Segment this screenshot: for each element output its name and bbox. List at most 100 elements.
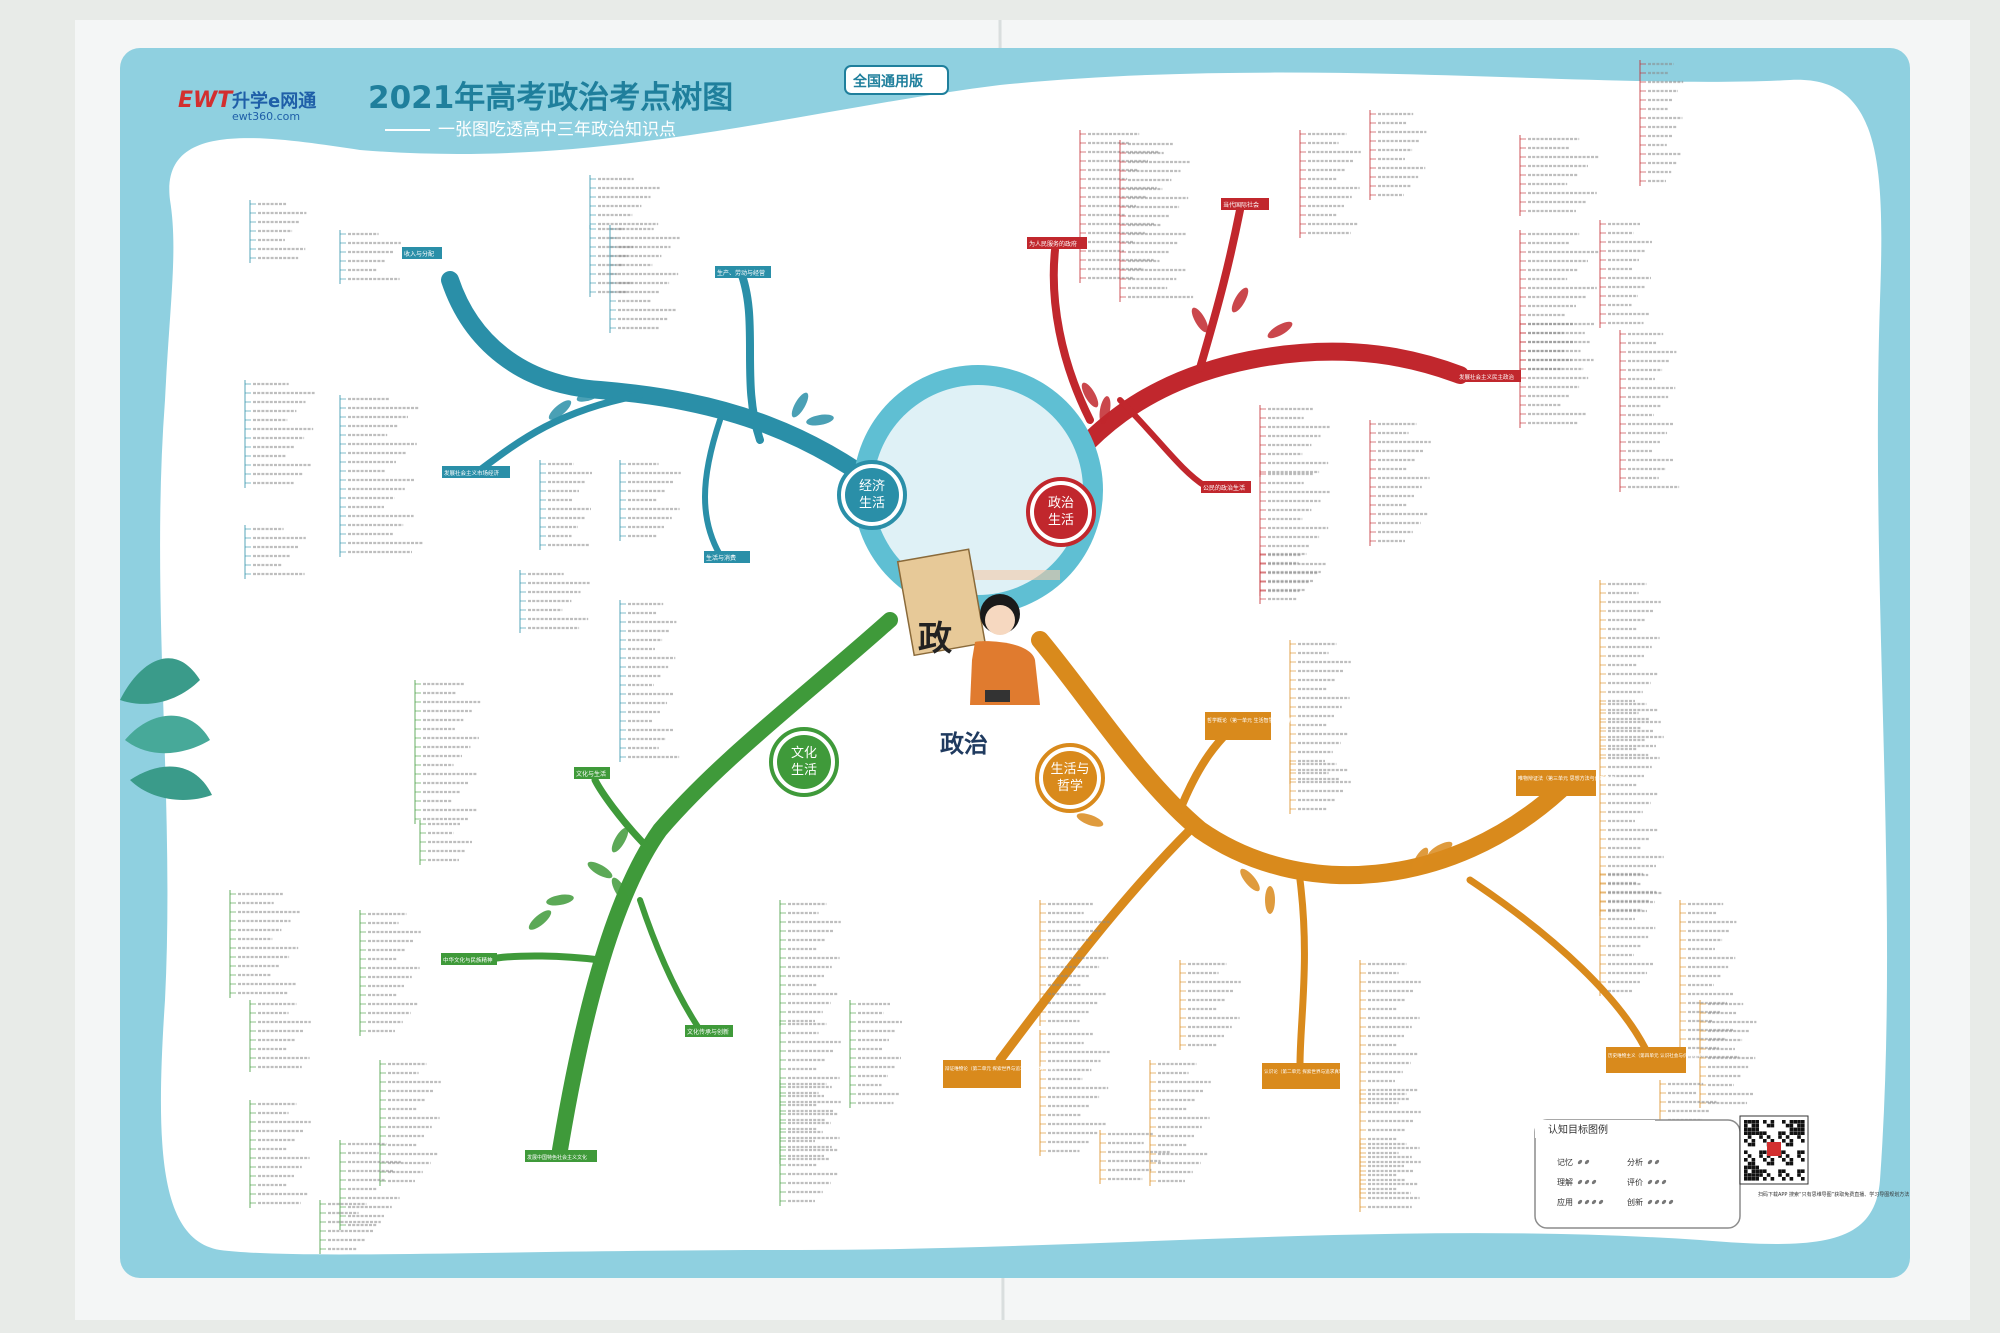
page-subtitle: 一张图吃透高中三年政治知识点 [438,120,676,140]
qr-cell-11-7 [1770,1161,1775,1166]
leaf-13 [546,894,574,906]
qr-cell-0-14 [1797,1120,1801,1124]
brand-url: ewt360.com [232,110,300,123]
trunk-branch-0 [441,271,929,529]
qr-cell-10-10 [1782,1158,1786,1162]
legend-mark-5-1 [1654,1199,1660,1205]
qr-cell-0-12 [1789,1120,1794,1124]
unit-politics-3: 发展社会主义民主政治 [1459,373,1515,381]
qr-cell-3-5 [1763,1131,1767,1135]
unit-economy-4: 生活与消费 [706,554,736,562]
qr-cell-11-6 [1766,1161,1771,1166]
legend-item-evaluate: 评价 [1627,1178,1643,1187]
qr-cell-14-6 [1766,1173,1771,1177]
qr-cell-2-15 [1801,1127,1805,1132]
qr-cell-4-1 [1747,1135,1752,1139]
qr-cell-0-1 [1747,1120,1752,1124]
legend-mark-5-0 [1647,1199,1653,1205]
qr-cell-12-2 [1751,1165,1756,1170]
unit-economy-1: 收入与分配 [404,250,434,258]
qr-cell-5-5 [1763,1139,1767,1143]
header: EWT 升学e网通 ewt360.com 2021年高考政治考点树图 全国通用版… [178,65,949,140]
unit-politics-1: 为人民服务的政府 [1029,240,1077,248]
qr-cell-1-2 [1751,1123,1756,1128]
qr-cell-15-7 [1770,1177,1775,1181]
qr-cell-8-0 [1744,1150,1748,1154]
qr-cell-10-12 [1789,1158,1794,1162]
qr-cell-0-0 [1744,1120,1748,1124]
qr-cell-13-0 [1744,1169,1748,1173]
legend-mark-4-1 [1654,1179,1660,1185]
legend-mark-4-2 [1661,1179,1667,1185]
unit-philosophy-5: 历史唯物主义（第四单元 认识社会与价值选择） [1608,1052,1706,1059]
branch-politics-label-1: 政治 [1048,496,1074,511]
qr-cell-2-1 [1747,1127,1752,1132]
qr-cell-2-14 [1797,1127,1801,1132]
unit-philosophy-1: 哲学概论（第一单元 生活智慧与时代精神） [1207,717,1304,724]
qr-cell-5-15 [1801,1139,1805,1143]
qr-cell-8-10 [1782,1150,1786,1154]
trunk-branch-1 [736,266,764,444]
branch-politics-label-2: 生活 [1048,513,1074,528]
unit-culture-1: 文化与生活 [576,770,606,778]
qr-cell-3-9 [1778,1131,1782,1135]
leaf-11 [587,861,613,879]
trunk-branch-3 [702,417,723,558]
qr-cell-3-0 [1744,1131,1748,1135]
qr-cell-5-7 [1770,1139,1775,1143]
unit-economy-3: 发展社会主义市场经济 [444,469,500,477]
legend-mark-1-2 [1591,1179,1597,1185]
qr-cell-14-2 [1751,1173,1756,1177]
qr-cell-0-7 [1770,1120,1775,1124]
qr-cell-11-2 [1751,1161,1756,1166]
leaf-8 [1191,307,1209,333]
legend-mark-4-0 [1647,1179,1653,1185]
qr-cell-2-13 [1793,1127,1797,1132]
branch-philosophy-label-1: 生活与 [1050,762,1089,777]
qr-cell-4-6 [1766,1135,1771,1139]
qr-cell-15-12 [1789,1177,1794,1181]
qr-cell-3-4 [1759,1131,1763,1135]
qr-cell-3-13 [1793,1131,1797,1135]
legend-mark-1-1 [1584,1179,1590,1185]
qr-cell-1-12 [1789,1123,1794,1128]
brand-name: 升学e网通 [232,90,316,112]
qr-cell-13-9 [1778,1169,1782,1173]
center-glyph: 政 [918,619,952,659]
legend-mark-0-1 [1584,1159,1590,1165]
legend-mark-1-0 [1577,1179,1583,1185]
leaf-0 [548,400,572,420]
qr-cell-5-0 [1744,1139,1748,1143]
unit-philosophy-2: 唯物辩证法（第三单元 思想方法与创新意识） [1518,775,1620,782]
page-title: 2021年高考政治考点树图 [368,80,733,116]
trunk-branch-5 [1196,206,1244,372]
qr-cell-10-2 [1751,1158,1756,1162]
qr-cell-2-3 [1755,1127,1759,1132]
qr-cell-15-1 [1747,1177,1752,1181]
qr-code-icon [1744,1120,1805,1181]
qr-cell-12-1 [1747,1165,1752,1170]
branch-culture-label-1: 文化 [791,746,817,761]
unit-labels: 收入与分配 生产、劳动与经营 发展社会主义市场经济 生活与消费 为人民服务的政府… [402,198,1706,1162]
unit-politics-4: 公民的政治生活 [1203,484,1245,492]
qr-cell-14-3 [1755,1173,1759,1177]
legend-mark-2-3 [1598,1199,1604,1205]
trunk-branch-8 [552,612,898,1158]
qr-cell-3-12 [1789,1131,1794,1135]
trunk-branch-12 [1031,631,1569,885]
branch-philosophy-label-2: 哲学 [1057,778,1083,794]
qr-cell-1-6 [1766,1123,1771,1128]
qr-cell-14-0 [1744,1173,1748,1177]
legend-item-memory: 记忆 [1557,1157,1573,1167]
qr-cell-0-10 [1782,1120,1786,1124]
trunk-branch-10 [493,952,604,964]
leaf-12 [611,877,629,903]
qr-cell-4-14 [1797,1135,1801,1139]
qr-cell-4-11 [1785,1135,1790,1139]
cognitive-legend: 认知目标图例 记忆 理解 应用 分析 评价 创新 [1534,1119,1741,1229]
qr-cell-6-1 [1747,1142,1752,1147]
unit-philosophy-4: 认识论（第二单元 探索世界与追求真理第6课） [1264,1068,1360,1075]
legend-item-create: 创新 [1627,1197,1643,1207]
qr-cell-10-15 [1801,1158,1805,1162]
